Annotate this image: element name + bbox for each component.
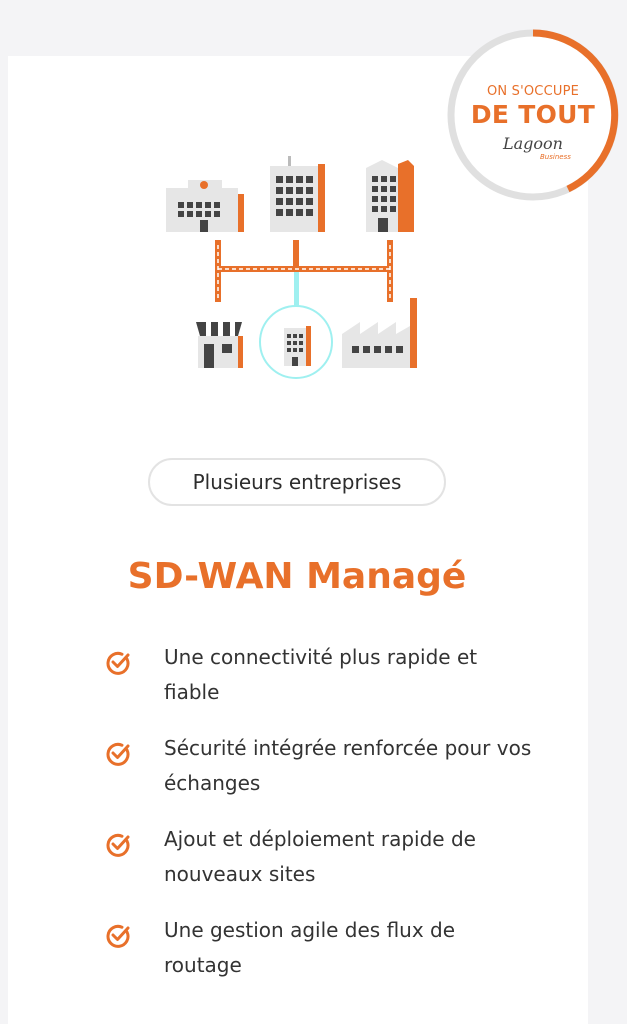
plusieurs-entreprises-pill: Plusieurs entreprises: [148, 458, 446, 506]
feature-item: Sécurité intégrée renforcée pour vos éch…: [100, 731, 540, 822]
feature-item: Ajout et déploiement rapide de nouveaux …: [100, 822, 540, 913]
check-circle-icon: [106, 742, 130, 766]
network-illustration-svg: [166, 156, 417, 379]
badge-line1: ON S'OCCUPE: [486, 84, 580, 99]
feature-text: Sécurité intégrée renforcée pour vos éch…: [164, 736, 532, 795]
building-center-icon: [270, 156, 325, 232]
offer-title: SD-WAN Managé: [127, 556, 467, 597]
highlighted-site-icon: [259, 305, 333, 379]
building-left-icon: [166, 180, 244, 232]
feature-list: Une connectivité plus rapide et fiable S…: [100, 640, 540, 1004]
badge-line2: DE TOUT: [470, 100, 596, 129]
feature-text: Une connectivité plus rapide et fiable: [164, 645, 478, 704]
shop-icon: [196, 322, 243, 368]
network-buildings-illustration: [160, 150, 430, 385]
feature-text: Ajout et déploiement rapide de nouveaux …: [164, 827, 476, 886]
factory-icon: [342, 298, 417, 368]
lagoon-logo: Lagoon: [503, 134, 563, 153]
feature-item: Une connectivité plus rapide et fiable: [100, 640, 540, 731]
badge-ring-icon: [447, 29, 619, 201]
check-circle-icon: [106, 833, 130, 857]
on-s-occupe-de-tout-badge: ON S'OCCUPE DE TOUT Lagoon Business: [446, 28, 620, 202]
building-right-icon: [366, 160, 414, 232]
check-circle-icon: [106, 924, 130, 948]
feature-item: Une gestion agile des flux de routage: [100, 913, 540, 1004]
lagoon-logo-sub: Business: [540, 153, 571, 161]
check-circle-icon: [106, 651, 130, 675]
feature-text: Une gestion agile des flux de routage: [164, 918, 456, 977]
network-links-icon: [215, 240, 393, 306]
